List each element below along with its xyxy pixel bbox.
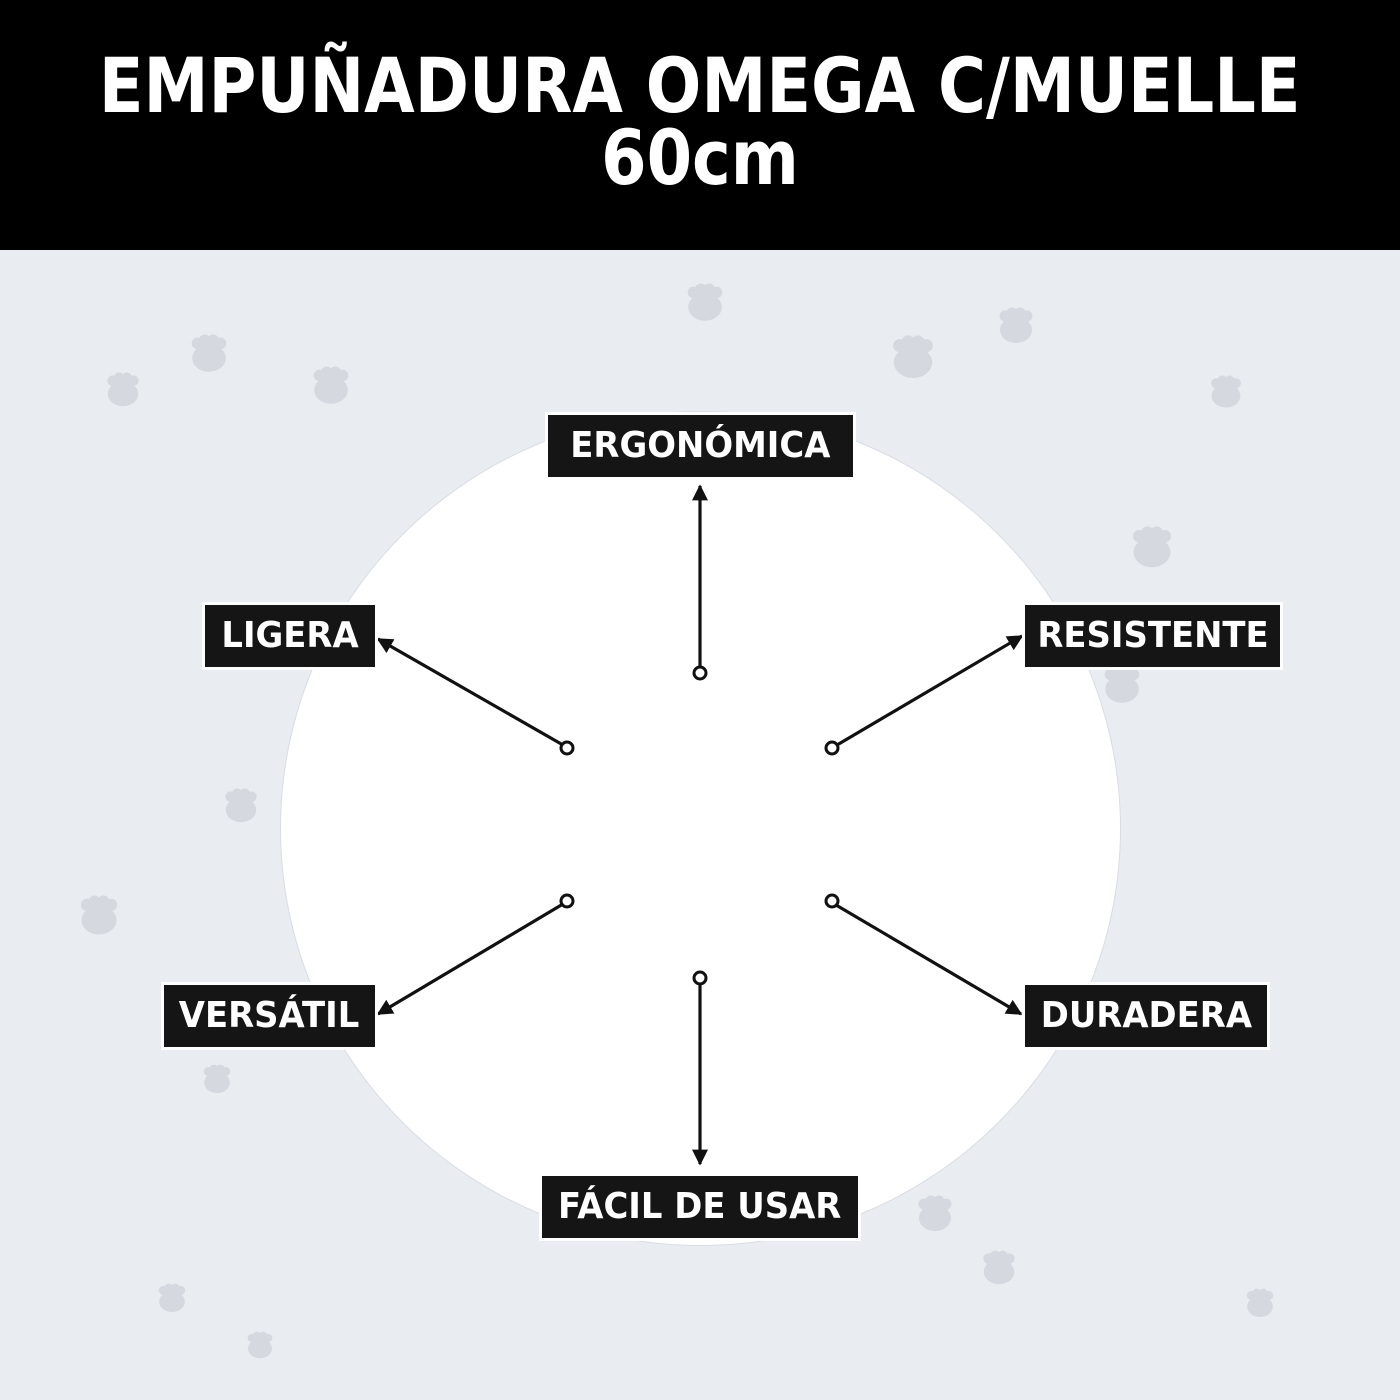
arrow-duradera — [835, 903, 1023, 1016]
feature-label-ergonomica: ERGONÓMICA — [548, 415, 853, 477]
arrow-origin-icon — [692, 665, 708, 681]
feature-label-text: RESISTENTE — [1036, 615, 1269, 656]
arrow-origin-icon — [559, 893, 575, 909]
feature-label-duradera: DURADERA — [1025, 985, 1267, 1047]
arrow-origin-icon — [692, 970, 708, 986]
feature-label-versatil: VERSÁTIL — [164, 985, 375, 1047]
feature-label-text: VERSÁTIL — [179, 995, 360, 1036]
feature-label-ligera: LIGERA — [205, 605, 375, 667]
arrow-origin-icon — [824, 740, 840, 756]
arrow-versatil — [376, 902, 564, 1016]
arrow-resistente — [836, 634, 1024, 747]
feature-label-text: DURADERA — [1040, 995, 1252, 1036]
feature-label-text: ERGONÓMICA — [570, 425, 831, 466]
feature-label-resistente: RESISTENTE — [1025, 605, 1280, 667]
product-size: 60cm — [601, 113, 799, 202]
arrow-origin-icon — [559, 740, 575, 756]
title-banner: EMPUÑADURA OMEGA C/MUELLE 60cm — [0, 0, 1400, 250]
feature-label-text: FÁCIL DE USAR — [558, 1186, 842, 1227]
product-title: EMPUÑADURA OMEGA C/MUELLE — [99, 41, 1301, 130]
feature-label-facil-de-usar: FÁCIL DE USAR — [542, 1176, 858, 1238]
feature-label-text: LIGERA — [221, 615, 359, 656]
arrow-origin-icon — [824, 893, 840, 909]
arrow-ligera — [376, 637, 564, 747]
